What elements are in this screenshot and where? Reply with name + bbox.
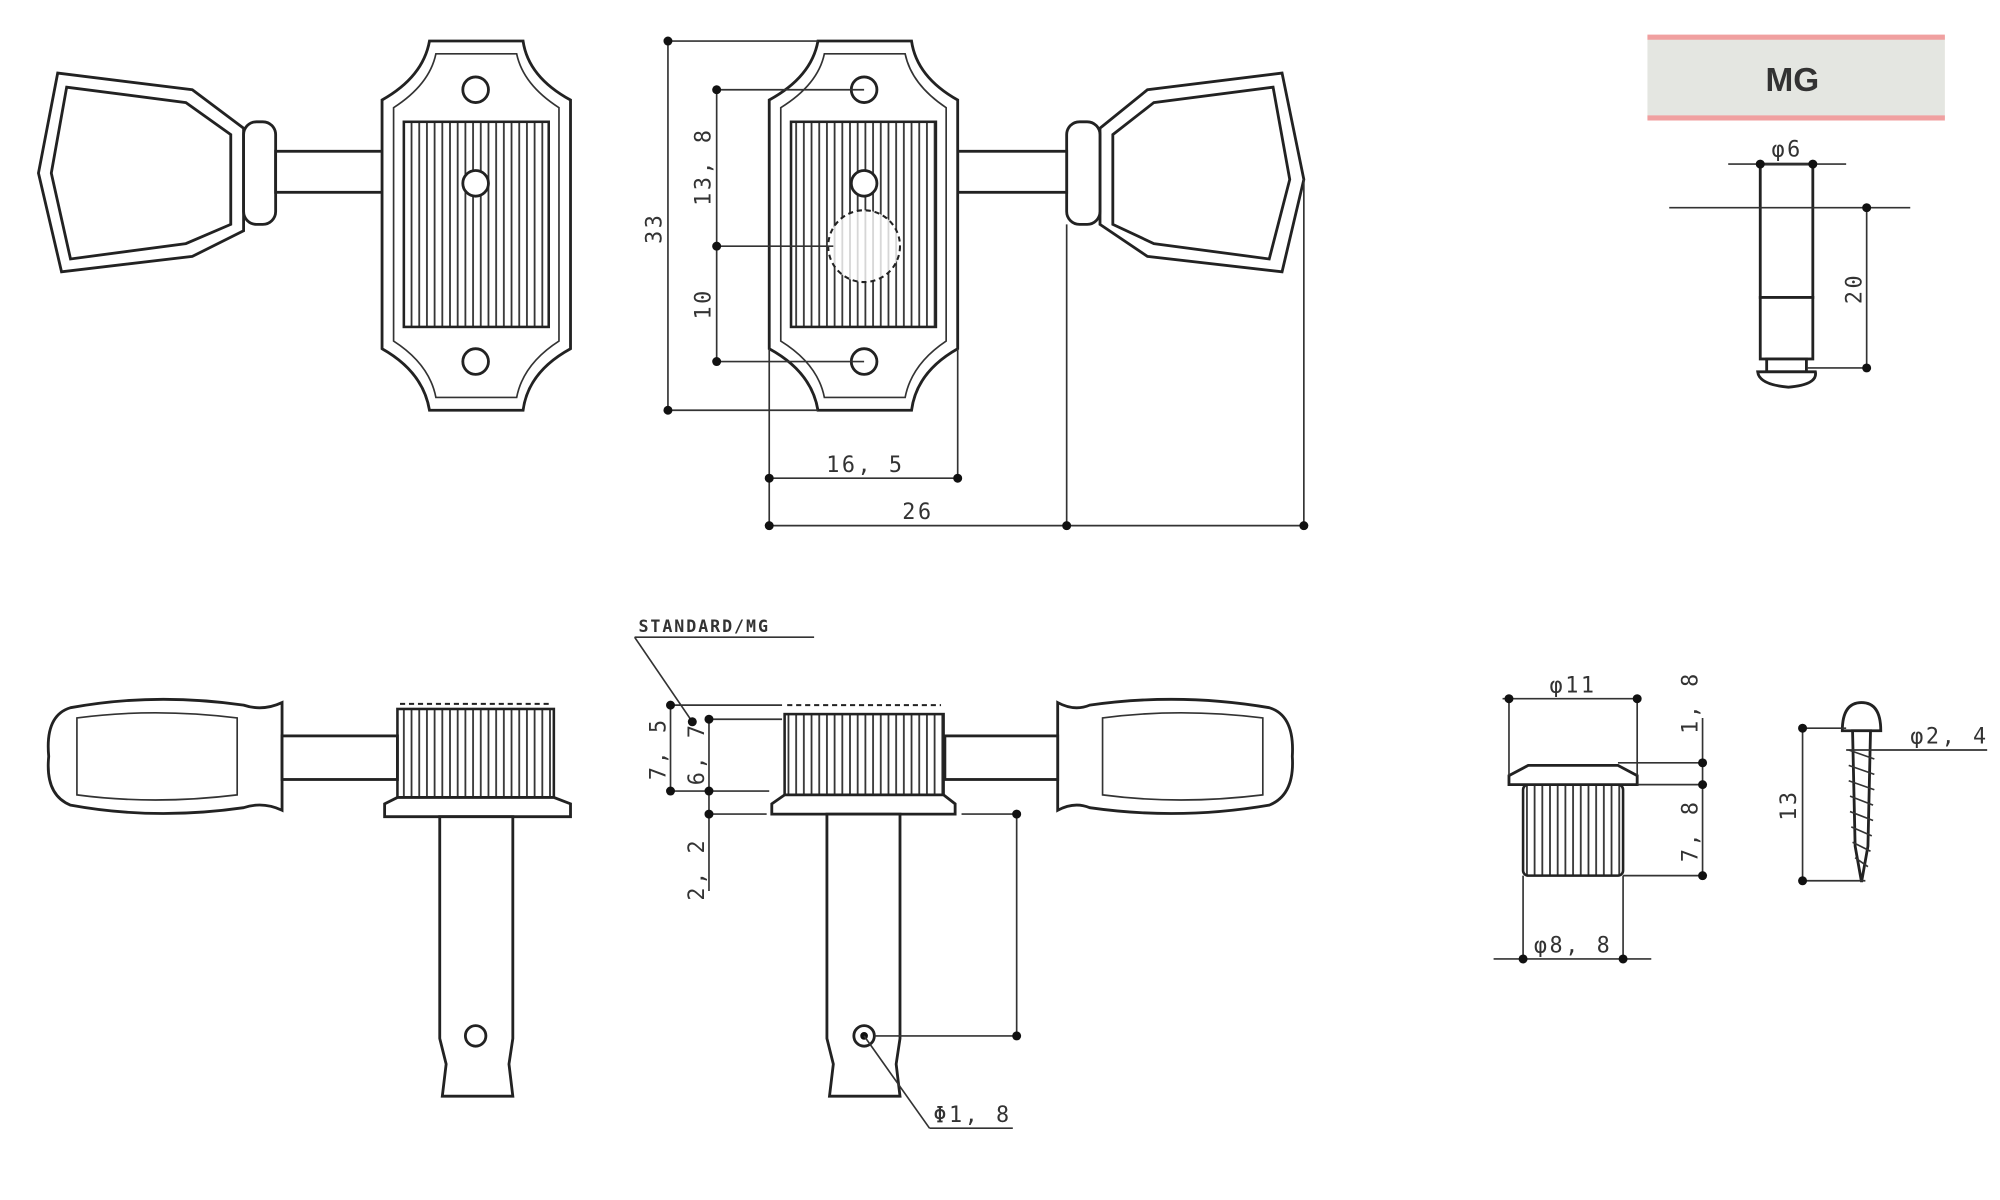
dim-bushing-height-a: 7, 5: [646, 717, 671, 780]
dim-overall-width: 26: [902, 500, 933, 525]
mg-post-detail: MG φ6 20: [1647, 34, 1945, 389]
dim-flange-thickness: 2, 2: [685, 838, 710, 901]
dim-screw-length: 13: [1777, 789, 1802, 820]
bushing-detail: φ11 1, 8 7, 8 φ8, 8: [1493, 671, 1708, 964]
dim-bushing-diameter: φ11: [1550, 673, 1597, 698]
mg-label: MG: [1765, 62, 1819, 99]
dim-mg-post-length: 20: [1843, 273, 1868, 304]
screw-detail: 13 φ2, 4: [1777, 701, 1988, 886]
mg-header-box: [1647, 35, 1945, 120]
dim-mg-post-diameter: φ6: [1771, 137, 1802, 162]
tuner-side-view-left: [46, 697, 572, 1098]
tuner-side-view-right: STANDARD/MG 7, 5 6, 7 2, 2 Φ1, 8: [633, 617, 1294, 1130]
dim-hole-to-center: 13, 8: [691, 127, 716, 205]
dim-bushing-body-diameter: φ8, 8: [1534, 934, 1612, 959]
dim-screw-diameter: φ2, 4: [1910, 725, 1988, 750]
shaft: [274, 149, 387, 194]
dim-center-to-hole: 10: [691, 288, 716, 319]
tuner-front-view-left: [37, 39, 572, 412]
dim-overall-height: 33: [643, 213, 668, 244]
dim-bushing-body: 7, 8: [1678, 799, 1703, 862]
dim-bushing-height-b: 6, 7: [685, 722, 710, 785]
dim-plate-width: 16, 5: [826, 453, 904, 478]
tuner-front-view-right: 33 13, 8 10 16, 5 26: [643, 36, 1309, 531]
standard-mg-label: STANDARD/MG: [638, 617, 769, 636]
key-collar: [242, 120, 278, 226]
dim-bushing-flange: 1, 8: [1678, 671, 1703, 734]
dim-string-hole-diameter: Φ1, 8: [933, 1103, 1011, 1128]
